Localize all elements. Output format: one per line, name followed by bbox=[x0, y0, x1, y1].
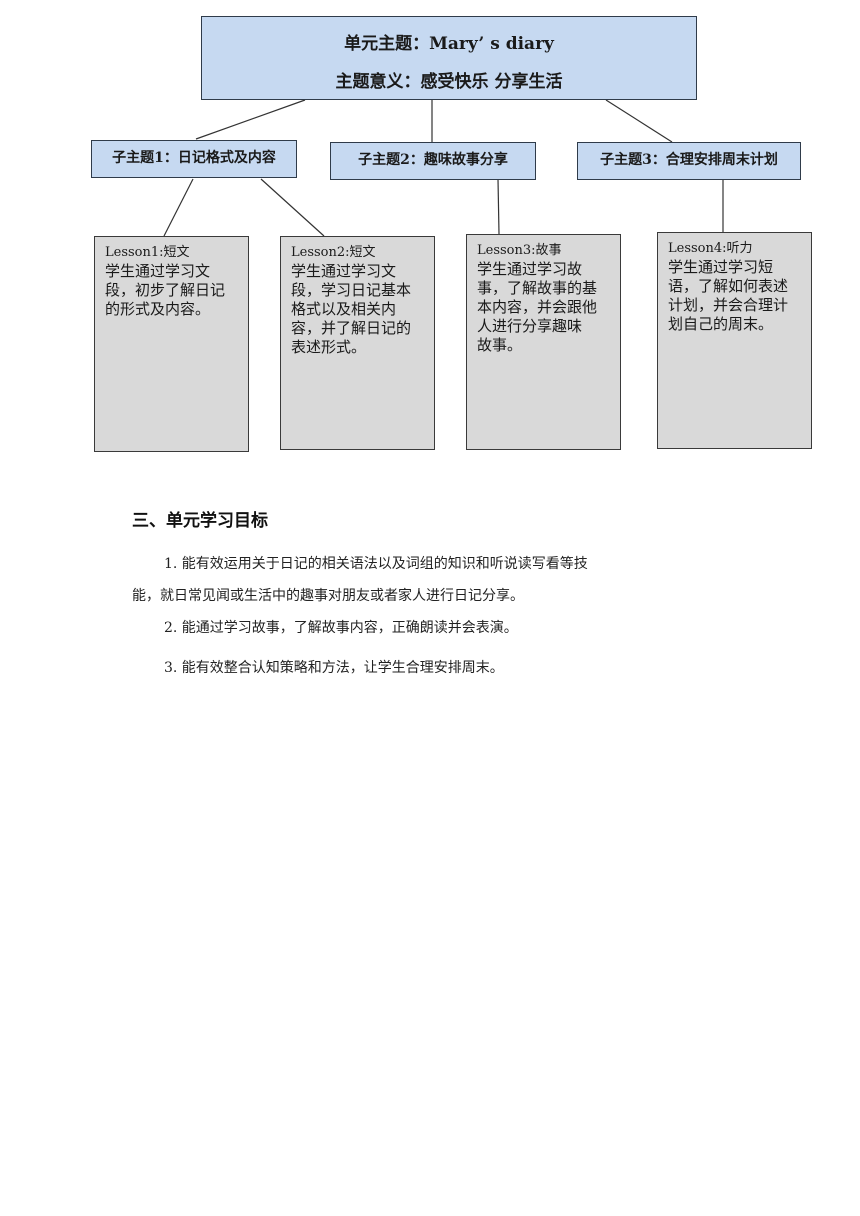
unit-theme-diagram: 单元主题：Mary’ s diary 主题意义：感受快乐 分享生活 子主题1：日… bbox=[0, 0, 860, 470]
connector-sub1-lesson1 bbox=[163, 178, 194, 237]
lesson-4-desc-line: 语，了解如何表述 bbox=[668, 277, 789, 295]
lesson-3-desc-line: 事，了解故事的基 bbox=[477, 279, 598, 297]
lesson-2-title: Lesson2:短文 bbox=[291, 245, 376, 260]
goal-1-line-1: 1. 能有效运用关于日记的相关语法以及词组的知识和听说读写看等技 bbox=[164, 556, 588, 572]
connector-sub1-lesson2 bbox=[260, 178, 325, 237]
unit-theme-title: 单元主题：Mary’ s diary bbox=[344, 34, 554, 54]
subtopic-2-label: 子主题2：趣味故事分享 bbox=[358, 152, 508, 168]
unit-theme-meaning: 主题意义：感受快乐 分享生活 bbox=[335, 72, 563, 92]
lesson-3-desc-line: 本内容，并会跟他 bbox=[477, 298, 598, 316]
goal-2: 2. 能通过学习故事，了解故事内容，正确朗读并会表演。 bbox=[164, 620, 518, 636]
lesson-4-box: Lesson4:听力 学生通过学习短 语，了解如何表述 计划，并会合理计 划自己… bbox=[657, 232, 812, 449]
lesson-2-desc-line: 段，学习日记基本 bbox=[291, 281, 412, 299]
subtopic-3-label: 子主题3：合理安排周末计划 bbox=[600, 152, 778, 168]
lesson-3-desc-line: 人进行分享趣味 bbox=[477, 317, 583, 335]
section-heading: 三、单元学习目标 bbox=[132, 511, 268, 531]
connector-root-sub1 bbox=[195, 99, 306, 140]
lesson-4-desc-line: 学生通过学习短 bbox=[668, 258, 774, 276]
lesson-1-desc-line: 段，初步了解日记 bbox=[105, 281, 226, 299]
lesson-4-desc-line: 计划，并会合理计 bbox=[668, 296, 789, 314]
lesson-3-desc-line: 学生通过学习故 bbox=[477, 260, 583, 278]
connector-sub2-lesson3 bbox=[497, 178, 500, 235]
lesson-4-desc-line: 划自己的周末。 bbox=[668, 315, 774, 333]
subtopic-1-label: 子主题1：日记格式及内容 bbox=[112, 150, 276, 166]
unit-theme-box: 单元主题：Mary’ s diary 主题意义：感受快乐 分享生活 bbox=[201, 16, 697, 100]
subtopic-1-box: 子主题1：日记格式及内容 bbox=[91, 140, 297, 178]
lesson-1-title: Lesson1:短文 bbox=[105, 245, 190, 260]
diagram-connectors bbox=[163, 99, 724, 237]
goal-3: 3. 能有效整合认知策略和方法，让学生合理安排周末。 bbox=[164, 660, 504, 676]
lesson-4-title: Lesson4:听力 bbox=[668, 241, 753, 256]
lesson-3-box: Lesson3:故事 学生通过学习故 事，了解故事的基 本内容，并会跟他 人进行… bbox=[466, 234, 621, 450]
subtopic-2-box: 子主题2：趣味故事分享 bbox=[330, 142, 536, 180]
subtopic-3-box: 子主题3：合理安排周末计划 bbox=[577, 142, 801, 180]
lesson-1-desc-line: 学生通过学习文 bbox=[105, 262, 211, 280]
lesson-2-desc-line: 格式以及相关内 bbox=[291, 300, 397, 318]
lesson-1-desc-line: 的形式及内容。 bbox=[105, 300, 211, 318]
lesson-2-desc-line: 表述形式。 bbox=[291, 338, 367, 356]
lesson-2-desc-line: 学生通过学习文 bbox=[291, 262, 397, 280]
connector-root-sub3 bbox=[605, 99, 673, 143]
lesson-3-title: Lesson3:故事 bbox=[477, 243, 562, 258]
lesson-3-desc-line: 故事。 bbox=[477, 336, 523, 354]
lesson-2-desc-line: 容，并了解日记的 bbox=[291, 319, 412, 337]
lesson-2-box: Lesson2:短文 学生通过学习文 段，学习日记基本 格式以及相关内 容，并了… bbox=[280, 236, 435, 450]
goal-1-line-2: 能，就日常见闻或生活中的趣事对朋友或者家人进行日记分享。 bbox=[132, 588, 524, 604]
lesson-1-box: Lesson1:短文 学生通过学习文 段，初步了解日记 的形式及内容。 bbox=[94, 236, 249, 452]
